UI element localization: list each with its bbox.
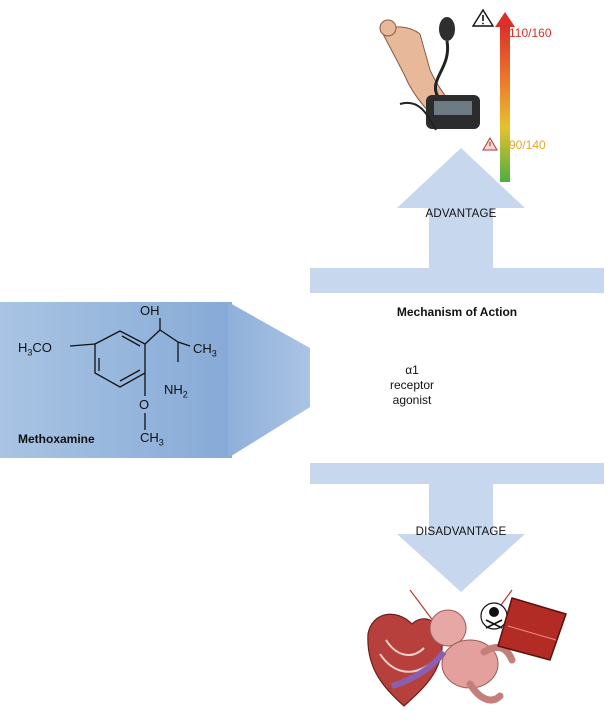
advantage-label: ADVANTAGE bbox=[425, 208, 497, 220]
warning-small-icon bbox=[482, 137, 498, 151]
bp-scale-arrow bbox=[495, 12, 515, 182]
poison-skull-icon bbox=[480, 602, 508, 630]
methoxamine-structure bbox=[69, 318, 191, 430]
blood-pressure-cuff-illustration bbox=[379, 8, 498, 151]
nh2-group: NH2 bbox=[164, 382, 188, 400]
ch3-top-group: CH3 bbox=[193, 341, 217, 359]
bp-low-value: 90/140 bbox=[509, 138, 546, 152]
fetus-icon bbox=[391, 609, 516, 704]
receptor-line-2: receptor bbox=[389, 378, 435, 392]
receptor-line-1: α1 bbox=[405, 363, 419, 377]
receptor-agonist-label: α1 receptor agonist bbox=[372, 363, 452, 408]
oh-group: OH bbox=[140, 303, 160, 318]
h3co-group: H3CO bbox=[18, 340, 52, 358]
ch3-bottom-group: CH3 bbox=[140, 430, 164, 448]
warning-icon bbox=[471, 8, 495, 27]
ecg-monitor-icon bbox=[497, 597, 567, 661]
fetus-heart-illustration bbox=[367, 589, 567, 707]
drug-name-label: Methoxamine bbox=[18, 432, 95, 446]
o-group: O bbox=[139, 397, 150, 412]
mechanism-of-action-box: Mechanism of Action α1 receptor agonist bbox=[310, 292, 604, 464]
receptor-line-3: agonist bbox=[392, 393, 432, 407]
disadvantage-label: DISADVANTAGE bbox=[415, 526, 507, 538]
drug-box bbox=[0, 302, 360, 458]
bp-high-value: 110/160 bbox=[509, 26, 552, 40]
mechanism-title: Mechanism of Action bbox=[396, 305, 518, 319]
